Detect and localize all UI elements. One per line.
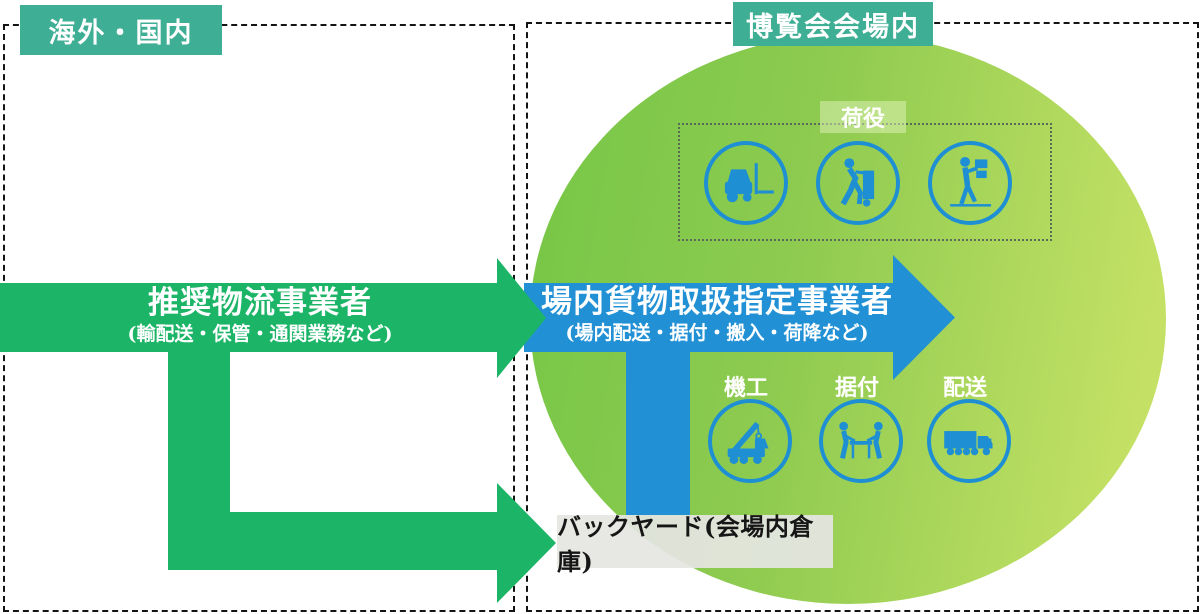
delivery-truck-icon — [927, 399, 1011, 483]
crane-work-label: 機工 — [723, 375, 768, 401]
green-main-arrow-body — [0, 283, 497, 352]
overseas-domestic-badge: 海外・国内 — [20, 5, 222, 55]
blue-arrow-body — [524, 283, 893, 352]
expo-venue-badge: 博覧会会場内 — [733, 2, 933, 46]
recommended-logistics-subtitle: (輸配送・保管・通関業務など) — [127, 323, 393, 345]
installation-label: 据付 — [834, 375, 879, 401]
delivery-label: 配送 — [942, 375, 987, 401]
forklift-icon — [704, 141, 788, 225]
handtruck-icon — [816, 141, 900, 225]
cargo-handling-group-label: 荷役 — [820, 101, 906, 133]
recommended-logistics-caption: 推奨物流事業者 (輸配送・保管・通関業務など) — [30, 286, 490, 347]
green-bottom-arrow-body — [168, 512, 497, 570]
carry-box-icon — [928, 141, 1012, 225]
installation-icon — [819, 399, 903, 483]
blue-branch-to-backyard — [626, 351, 690, 515]
green-branch-down — [168, 351, 230, 513]
onsite-cargo-caption: 場内貨物取扱指定事業者 (場内配送・据付・搬入・荷降など) — [527, 285, 907, 346]
onsite-cargo-title: 場内貨物取扱指定事業者 — [541, 284, 893, 320]
crane-truck-icon — [708, 399, 792, 483]
recommended-logistics-title: 推奨物流事業者 — [148, 285, 372, 321]
cargo-handling-group-border — [678, 123, 1052, 241]
backyard-label: バックヤード(会場内倉庫) — [557, 512, 833, 576]
onsite-cargo-subtitle: (場内配送・据付・搬入・荷降など) — [565, 322, 869, 344]
